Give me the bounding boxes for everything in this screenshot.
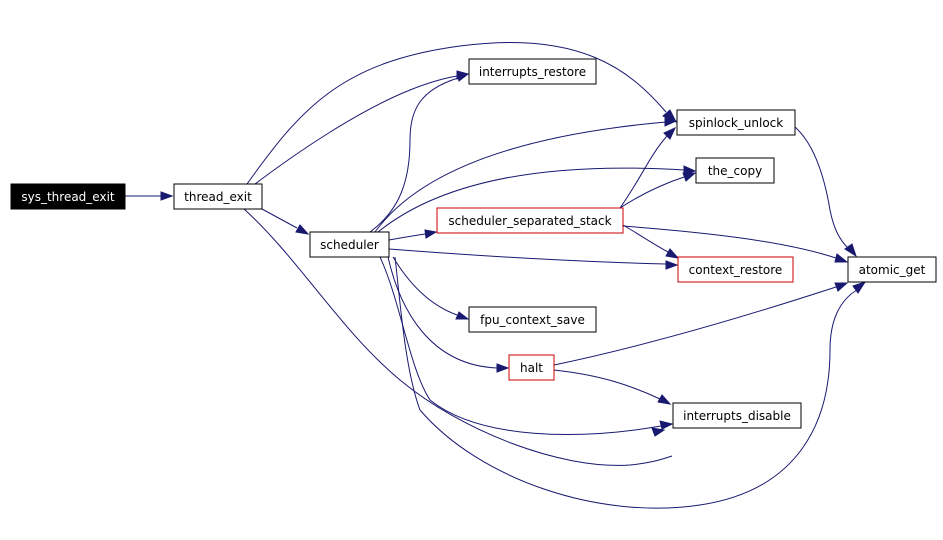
arrowhead	[657, 394, 672, 405]
node-label: spinlock_unlock	[689, 116, 784, 130]
node-box	[847, 256, 937, 283]
node-label: interrupts_restore	[479, 65, 586, 79]
edge-line	[246, 42, 667, 185]
node-label: context_restore	[689, 263, 783, 277]
edge-line	[622, 224, 669, 253]
arrowhead	[852, 281, 867, 294]
nodes-layer: sys_thread_exit thread_exit scheduler in…	[10, 58, 937, 429]
node-label: the_copy	[708, 164, 762, 178]
edge-line	[379, 256, 662, 435]
edge-thread-exit-to-scheduler	[261, 208, 310, 235]
arrowhead	[844, 243, 857, 258]
arrowhead	[834, 282, 849, 292]
arrowhead	[665, 260, 679, 270]
edge-scheduler-to-scheduler-separated-stack	[388, 229, 438, 241]
edge-line	[553, 286, 837, 366]
node-label: scheduler	[320, 238, 379, 252]
node-box	[173, 183, 263, 210]
edge-thread-exit-to-spinlock-unlock	[246, 42, 678, 185]
node-box	[10, 183, 126, 210]
edge-line	[374, 121, 667, 233]
arrowhead	[456, 72, 470, 82]
node-label: halt	[520, 361, 543, 375]
node-box	[508, 354, 555, 381]
node-thread-exit[interactable]: thread_exit	[173, 183, 263, 210]
node-interrupts-restore[interactable]: interrupts_restore	[468, 58, 597, 85]
edge-scheduler-separated-stack-to-context-restore	[622, 224, 680, 259]
edge-line	[377, 167, 685, 233]
edge-scheduler-to-context-restore	[388, 248, 679, 270]
node-the-copy[interactable]: the_copy	[695, 157, 775, 184]
arrowhead	[424, 229, 438, 239]
edge-sys-thread-exit-to-thread-exit	[125, 191, 174, 201]
edge-scheduler-separated-stack-to-spinlock-unlock	[619, 126, 677, 209]
arrowhead	[834, 253, 849, 263]
arrowhead	[665, 248, 680, 259]
edge-line	[553, 369, 661, 400]
edge-scheduler-to-fpu-context-save	[392, 256, 470, 320]
node-halt[interactable]: halt	[508, 354, 555, 381]
edge-line	[388, 233, 426, 241]
node-box	[436, 207, 624, 234]
arrowhead	[651, 427, 666, 437]
node-box	[672, 402, 802, 429]
edge-line	[794, 126, 849, 249]
edge-line	[622, 225, 837, 259]
node-box	[468, 58, 597, 85]
edge-scheduler-separated-stack-to-atomic-get	[622, 225, 849, 263]
edge-line	[387, 256, 498, 369]
edge-thread-exit-to-interrupts-disable	[243, 208, 673, 466]
edge-line	[243, 208, 673, 466]
edge-scheduler-to-interrupts-restore	[369, 72, 470, 233]
node-box	[676, 109, 796, 136]
edge-line	[254, 75, 458, 185]
arrowhead	[659, 420, 674, 430]
edge-line	[619, 176, 685, 209]
edge-line	[388, 248, 667, 265]
arrowhead	[496, 363, 510, 373]
arrowhead	[160, 191, 174, 201]
node-label: atomic_get	[859, 263, 926, 277]
node-label: interrupts_disable	[683, 409, 791, 423]
node-label: thread_exit	[184, 190, 252, 204]
arrowhead	[455, 311, 470, 320]
node-box	[695, 157, 775, 184]
edge-line	[392, 256, 458, 316]
edge-halt-to-interrupts-disable	[553, 369, 672, 405]
node-box	[468, 306, 597, 333]
node-scheduler[interactable]: scheduler	[309, 231, 390, 258]
node-context-restore[interactable]: context_restore	[677, 256, 794, 283]
node-label: sys_thread_exit	[21, 190, 115, 204]
edge-scheduler-to-spinlock-unlock	[374, 117, 678, 233]
node-label: fpu_context_save	[480, 313, 585, 327]
edge-line	[394, 256, 858, 509]
edge-scheduler-to-halt	[387, 256, 510, 373]
edge-spinlock-unlock-to-atomic-get	[794, 126, 857, 258]
node-box	[309, 231, 390, 258]
node-spinlock-unlock[interactable]: spinlock_unlock	[676, 109, 796, 136]
node-fpu-context-save[interactable]: fpu_context_save	[468, 306, 597, 333]
edge-scheduler-separated-stack-to-the-copy	[619, 172, 697, 209]
node-sys-thread-exit[interactable]: sys_thread_exit	[10, 183, 126, 210]
edge-line	[619, 135, 668, 209]
edges-layer	[125, 42, 867, 509]
arrowhead	[682, 172, 697, 182]
edge-line	[261, 208, 298, 229]
node-label: scheduler_separated_stack	[448, 214, 611, 228]
edge-scheduler-to-atomic-get	[394, 256, 867, 509]
edge-scheduler-to-interrupts-disable	[379, 256, 674, 435]
node-atomic-get[interactable]: atomic_get	[847, 256, 937, 283]
edge-halt-to-atomic-get	[553, 282, 849, 366]
node-interrupts-disable[interactable]: interrupts_disable	[672, 402, 802, 429]
node-scheduler-separated-stack[interactable]: scheduler_separated_stack	[436, 207, 624, 234]
arrowhead	[663, 126, 677, 140]
arrowhead	[664, 117, 678, 127]
arrowhead	[295, 224, 310, 235]
edge-line	[369, 77, 459, 233]
node-box	[677, 256, 794, 283]
